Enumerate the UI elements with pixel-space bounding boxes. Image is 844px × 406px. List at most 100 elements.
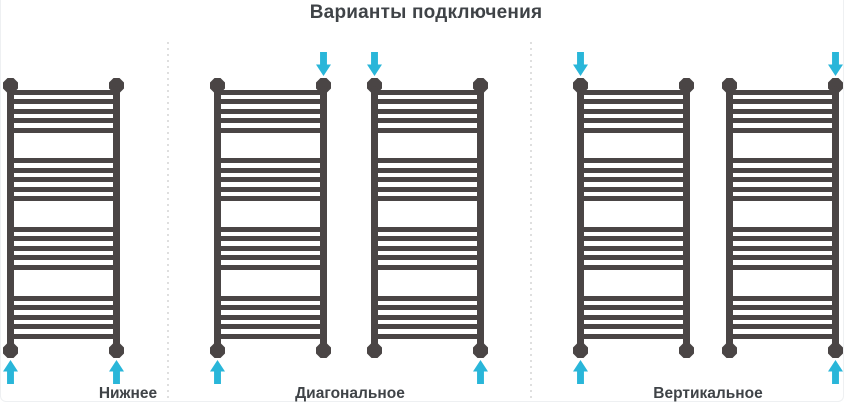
radiator-rung [729, 177, 836, 183]
radiator-rung [729, 324, 836, 330]
radiator-rung [217, 127, 324, 133]
radiator-rung [217, 333, 324, 339]
radiator-rung [217, 295, 324, 301]
radiator-rung [10, 196, 117, 202]
radiator-rung [10, 236, 117, 242]
section-label: Диагональное [295, 385, 405, 402]
radiator-rung [217, 108, 324, 114]
radiator-rung [729, 264, 836, 270]
radiator-rung [10, 333, 117, 339]
radiator-rung [580, 158, 687, 164]
towel-radiator [210, 52, 331, 384]
radiator-rung [580, 264, 687, 270]
radiator-rung [217, 264, 324, 270]
radiator-rung [10, 314, 117, 320]
radiator-rung [729, 158, 836, 164]
section-separator-line [167, 42, 169, 400]
radiator-rung [729, 99, 836, 104]
radiator-rung [729, 255, 836, 261]
radiator-rung [729, 108, 836, 114]
radiator-rung [374, 255, 481, 261]
pipe-cap-top-left [210, 78, 225, 93]
radiator-rung [374, 226, 481, 232]
radiator-rung [10, 295, 117, 301]
flow-arrow-up-icon [828, 360, 843, 384]
radiator-rung [580, 314, 687, 320]
radiator-rung [729, 245, 836, 251]
radiator-rung [374, 333, 481, 339]
radiator-rung [217, 324, 324, 330]
pipe-cap-top-right [109, 78, 124, 93]
pipe-cap-top-right [473, 78, 488, 93]
radiator-rung [217, 314, 324, 320]
radiator-rung [217, 99, 324, 104]
radiator-post-right [683, 86, 690, 350]
radiator-rung [10, 226, 117, 232]
pipe-cap-bottom-right [828, 343, 843, 358]
radiator-rung [217, 118, 324, 123]
radiator-rung [10, 305, 117, 311]
radiator-rung [729, 314, 836, 320]
pipe-cap-bottom-right [316, 343, 331, 358]
radiator-rung [374, 118, 481, 123]
radiator-rung [10, 264, 117, 270]
radiator-rung [580, 333, 687, 339]
towel-radiator [367, 52, 488, 384]
radiator-rung [729, 226, 836, 232]
pipe-cap-bottom-left [722, 343, 737, 358]
radiator-rung [10, 108, 117, 114]
radiator-rung [580, 226, 687, 232]
pipe-cap-top-left [367, 78, 382, 93]
section-label: Вертикальное [653, 385, 763, 402]
radiator-rung [10, 324, 117, 330]
radiator-rung [374, 236, 481, 242]
pipe-cap-top-left [573, 78, 588, 93]
radiator-rung [10, 255, 117, 261]
pipe-cap-top-right [316, 78, 331, 93]
radiator-rung [580, 245, 687, 251]
radiator-rung [217, 158, 324, 164]
radiator-post-right [832, 86, 839, 350]
radiator-rung [374, 108, 481, 114]
radiator-rung [217, 89, 324, 95]
radiator-rung [374, 99, 481, 104]
radiator-rung [580, 99, 687, 104]
radiator-rung [580, 177, 687, 183]
radiator-rung [580, 324, 687, 330]
radiator-rung [374, 89, 481, 95]
flow-arrow-up-icon [210, 360, 225, 384]
radiator-post-left [371, 86, 378, 350]
radiator-rung [374, 264, 481, 270]
pipe-cap-top-left [722, 78, 737, 93]
pipe-cap-bottom-right [473, 343, 488, 358]
radiator-rung [580, 127, 687, 133]
radiator-rung [10, 245, 117, 251]
radiator-rung [729, 186, 836, 192]
radiator-rung [217, 177, 324, 183]
towel-radiator [3, 78, 124, 384]
radiator-post-left [214, 86, 221, 350]
flow-arrow-down-icon [828, 52, 843, 76]
radiator-rung [729, 167, 836, 173]
radiator-rung [217, 255, 324, 261]
flow-arrow-up-icon [3, 360, 18, 384]
radiator-rung [580, 295, 687, 301]
section-label: Нижнее [98, 385, 158, 402]
radiator-rung [10, 177, 117, 183]
radiator-rung [374, 177, 481, 183]
radiator-rung [729, 305, 836, 311]
radiator-rung [374, 295, 481, 301]
radiator-rung [580, 305, 687, 311]
pipe-cap-top-left [3, 78, 18, 93]
radiator-rung [580, 167, 687, 173]
towel-radiator [722, 52, 843, 384]
radiator-rung [10, 158, 117, 164]
radiator-rung [10, 127, 117, 133]
towel-radiator [573, 52, 694, 384]
pipe-cap-bottom-left [210, 343, 225, 358]
radiator-rung [374, 245, 481, 251]
radiator-rung [217, 305, 324, 311]
radiator-rung [729, 127, 836, 133]
radiator-rung [374, 167, 481, 173]
